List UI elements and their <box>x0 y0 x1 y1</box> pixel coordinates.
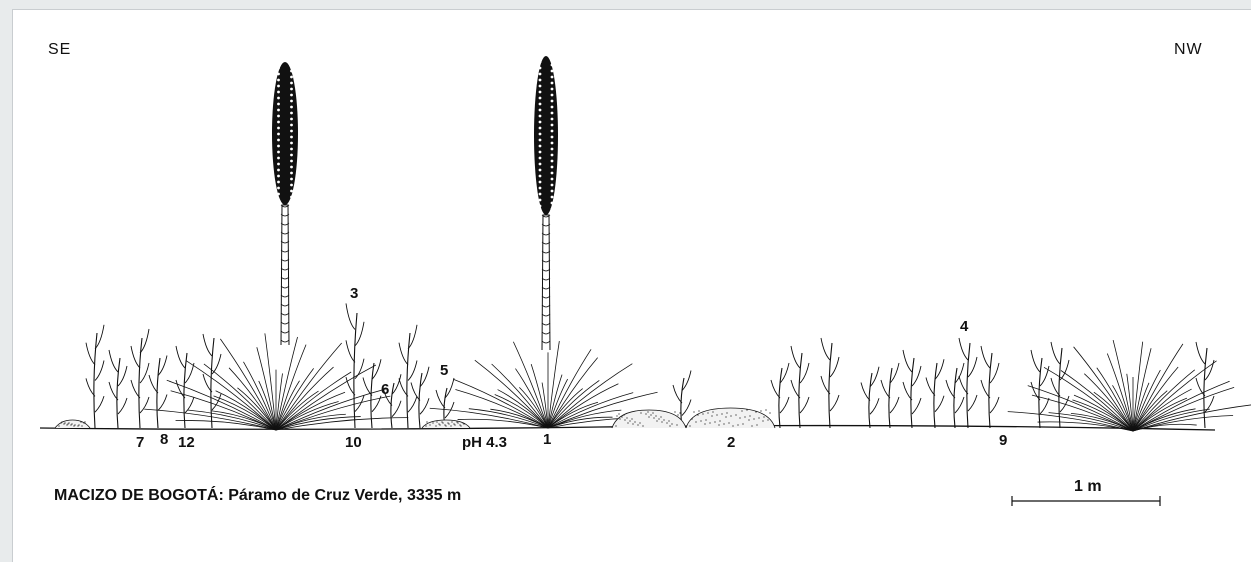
cushion-mound <box>422 420 470 428</box>
label-species-12: 12 <box>178 434 195 451</box>
shrub <box>1051 342 1069 428</box>
scale-bar <box>1012 496 1160 506</box>
shrub <box>946 363 964 428</box>
label-species-6: 6 <box>381 381 389 398</box>
spike <box>534 56 558 350</box>
shrub <box>903 350 921 428</box>
label-species-5: 5 <box>440 362 448 379</box>
shrub <box>346 303 364 428</box>
shrub <box>109 350 127 428</box>
shrub <box>821 338 839 428</box>
shrub <box>926 359 944 428</box>
label-species-10: 10 <box>345 434 362 451</box>
label-species-8: 8 <box>160 431 168 448</box>
shrub <box>981 346 999 428</box>
rosette <box>1008 340 1251 431</box>
label-species-9: 9 <box>999 432 1007 449</box>
shrub <box>771 363 789 428</box>
shrub <box>791 346 809 428</box>
shrub <box>86 325 104 428</box>
cushion-mound <box>55 420 90 428</box>
shrub <box>1196 342 1214 428</box>
label-species-7: 7 <box>136 434 144 451</box>
label-species-1: 1 <box>543 431 551 448</box>
compass-northwest: NW <box>1174 41 1203 59</box>
shrub-plants <box>86 303 1214 428</box>
label-species-3: 3 <box>350 285 358 302</box>
shrub <box>399 325 417 428</box>
shrub <box>411 367 429 428</box>
label-ph: pH 4.3 <box>462 434 507 451</box>
shrub <box>131 329 149 428</box>
scale-bar-label: 1 m <box>1074 478 1102 496</box>
shrub <box>363 359 381 428</box>
cushion-mound <box>612 410 686 428</box>
figure-caption: MACIZO DE BOGOTÁ: Páramo de Cruz Verde, … <box>54 487 461 505</box>
cushion-mound <box>686 408 775 428</box>
label-species-2: 2 <box>727 434 735 451</box>
label-species-4: 4 <box>960 318 968 335</box>
shrub <box>1031 350 1049 428</box>
shrub <box>881 363 899 428</box>
inflorescence-spikes <box>272 56 558 350</box>
shrub <box>149 356 167 429</box>
compass-southeast: SE <box>48 41 71 59</box>
shrub <box>959 338 977 428</box>
shrub <box>861 367 879 428</box>
spike <box>272 62 298 345</box>
